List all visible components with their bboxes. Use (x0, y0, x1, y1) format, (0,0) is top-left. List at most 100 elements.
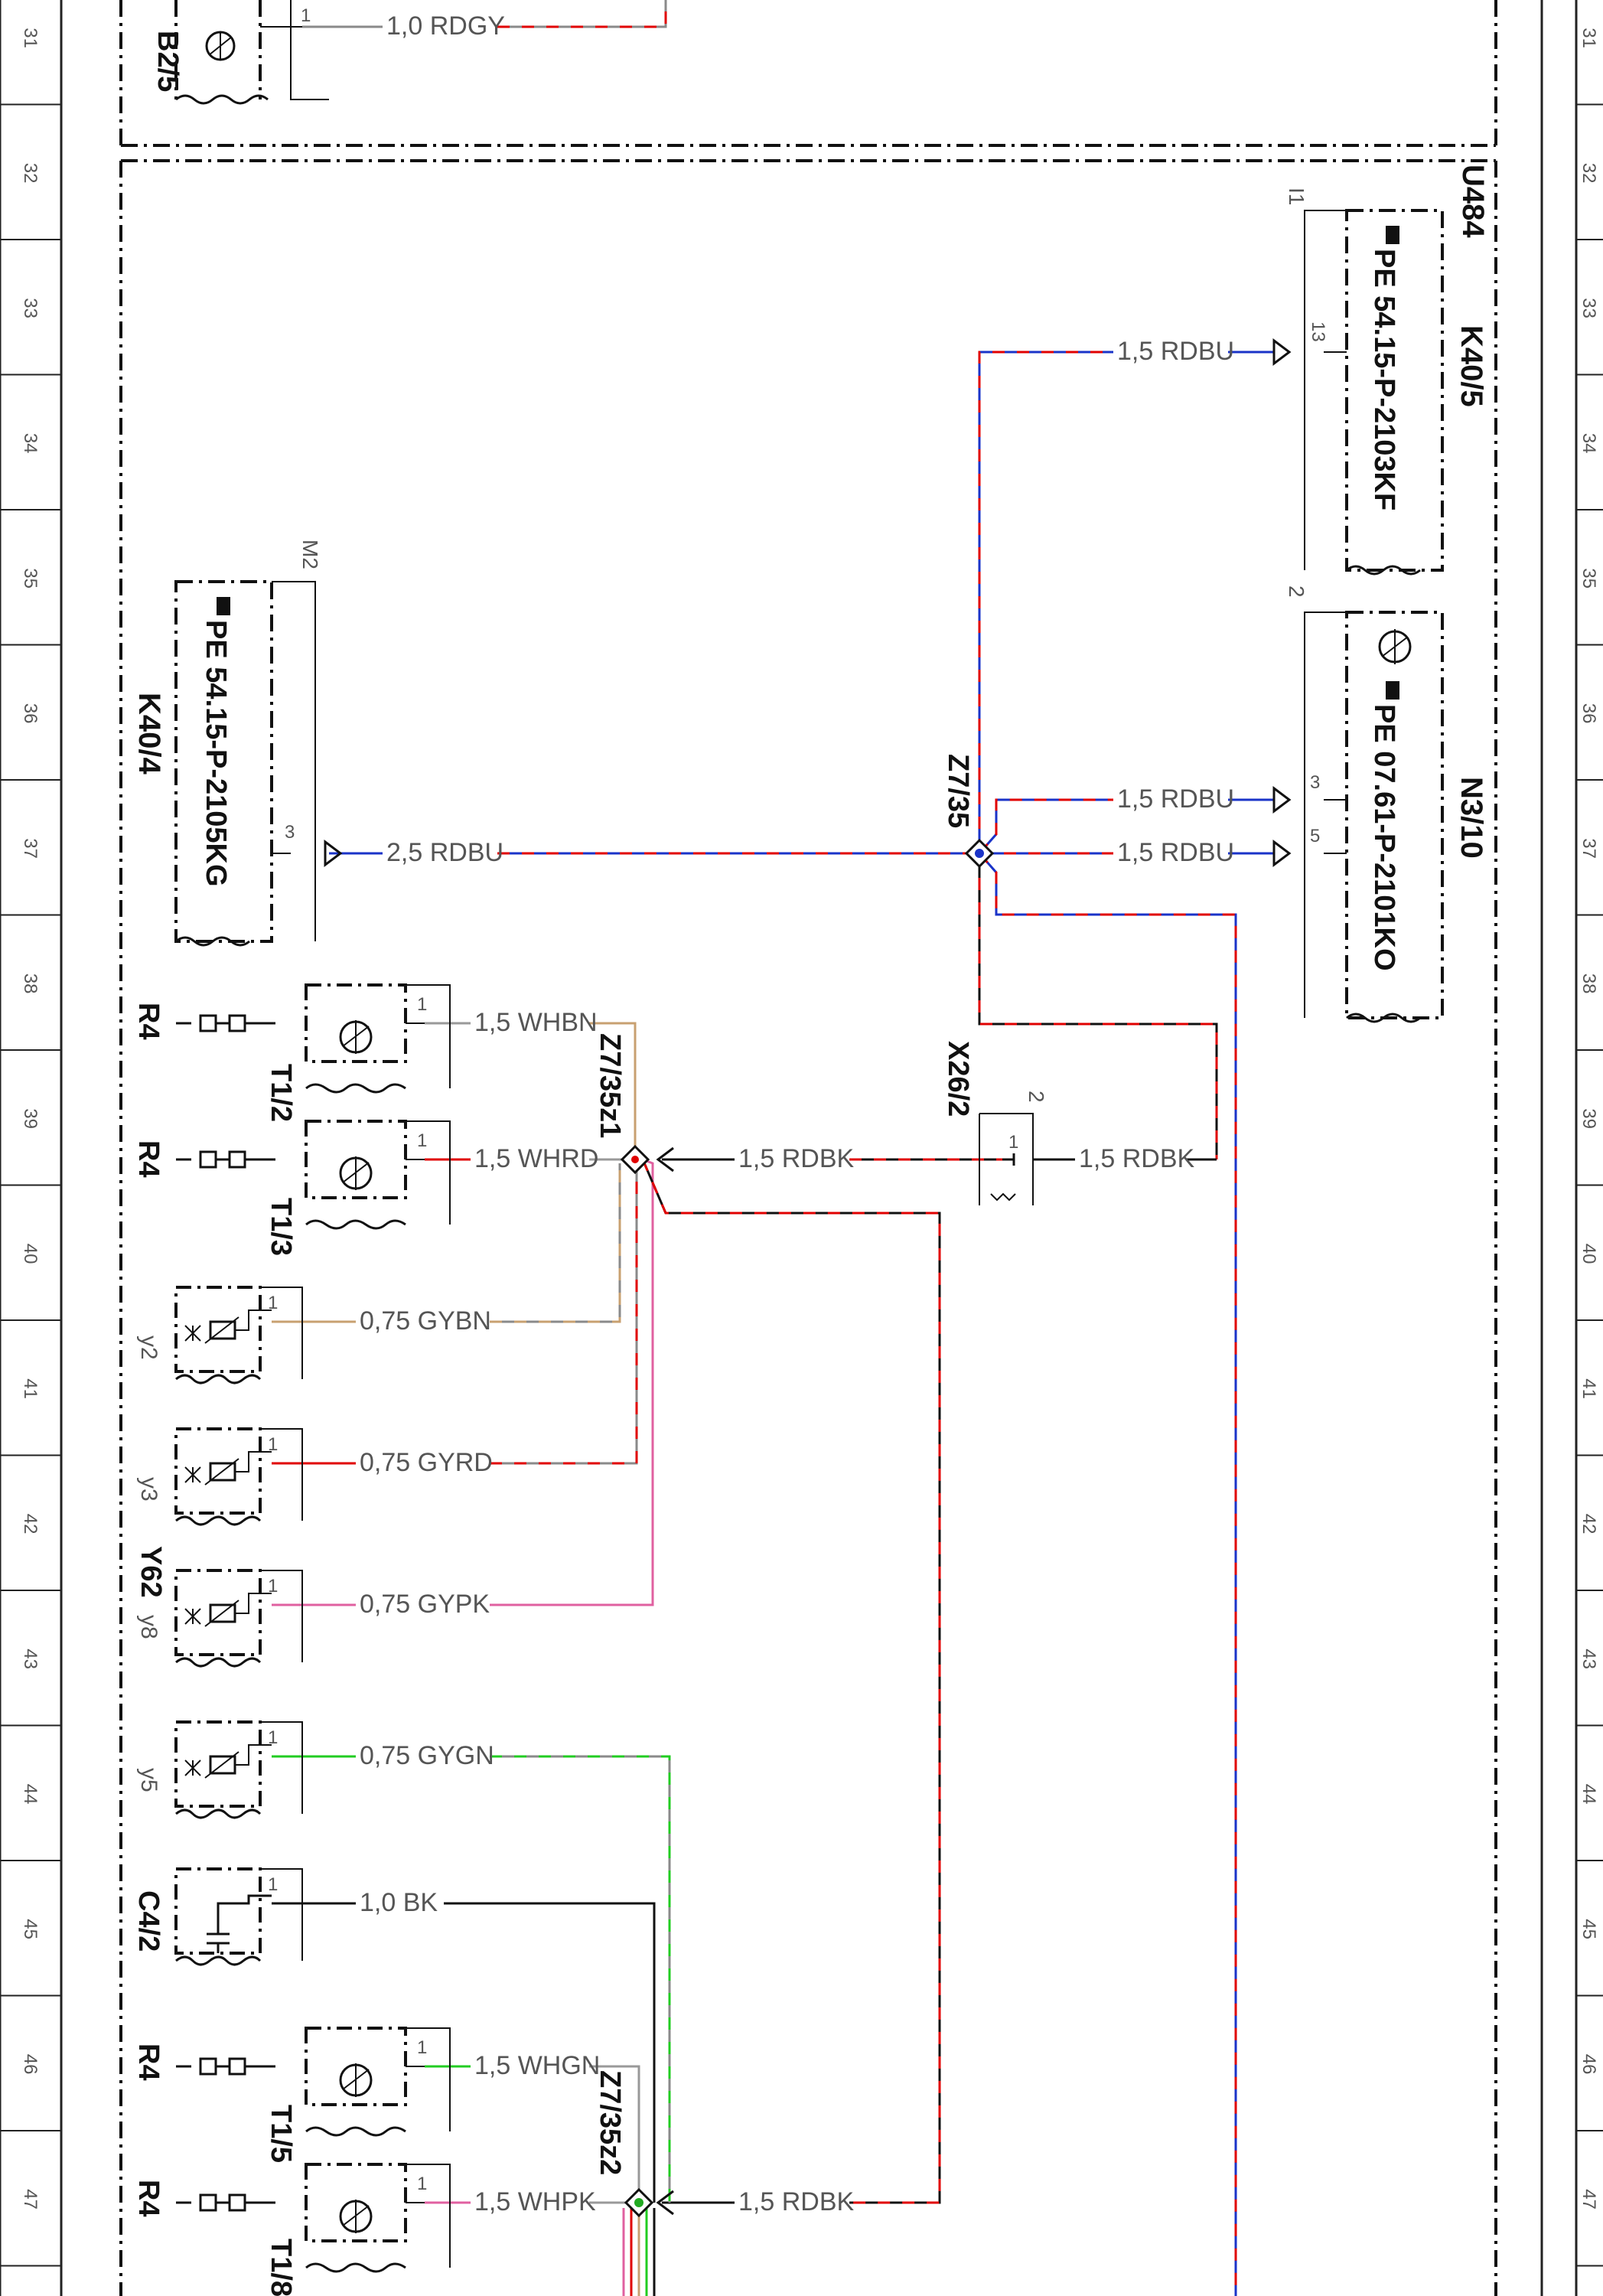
module-frames (119, 0, 1497, 2296)
grid-row-label: 42 (20, 1514, 41, 1534)
relay-module-k40-4 (174, 580, 316, 947)
grid-row-label: 35 (20, 568, 41, 589)
grid-row-label: 33 (20, 298, 41, 318)
grid-row-label: 43 (20, 1649, 41, 1669)
wire-label-t15: 1,5 WHGN (474, 2051, 600, 2080)
wire-label-y2: 0,75 GYBN (360, 1306, 491, 1336)
wire-label-t18: 1,5 WHPK (474, 2187, 596, 2216)
capacitor-c4-2 (174, 1867, 303, 1966)
grid-row-label: 32 (20, 163, 41, 184)
wire-labels: 1,0 RDGY 2,5 RDBU 1,5 RDBU 1,5 RDBU 1,5 … (360, 11, 1234, 2216)
wire-label-k405: 1,5 RDBU (1117, 337, 1234, 366)
label-k40-4-pin: M2 (298, 540, 322, 569)
grid-row-label: 37 (20, 838, 41, 859)
grid-row-label: 47 (20, 2189, 41, 2210)
label-b2-5: B2/5 (152, 31, 184, 92)
pin-y2: 1 (268, 1293, 278, 1313)
wire-label-t13: 1,5 WHRD (474, 1144, 598, 1173)
grid-row-label: 38 (20, 974, 41, 994)
wire-label-y5: 0,75 GYGN (360, 1741, 494, 1770)
sensor-t1-2 (176, 983, 451, 1094)
pin-t13: 1 (417, 1130, 427, 1151)
grid-row-label: 33 (1579, 298, 1599, 318)
relay-module-k40-5 (1304, 209, 1444, 576)
control-unit-n3-10 (1304, 611, 1444, 1023)
reference-book-icon (217, 226, 1399, 700)
grid-row-label: 40 (20, 1244, 41, 1264)
pin-numbers: 1 3 13 3 5 1 1 1 1 1 1 1 1 1 1 (268, 5, 1328, 2194)
pin-c42: 1 (268, 1874, 278, 1895)
label-u484: U484 (1456, 165, 1490, 238)
valve-y2 (174, 1286, 303, 1384)
label-n3-10-pin: 2 (1285, 585, 1308, 598)
splice-z7-35 (964, 838, 995, 869)
sensor-t1-3 (176, 1120, 451, 1230)
grid-row-label: 44 (1579, 1784, 1599, 1805)
wire-label-y8: 0,75 GYPK (360, 1590, 490, 1619)
grid-row-label: 46 (20, 2054, 41, 2075)
pin-t12: 1 (417, 994, 427, 1015)
wire-label-y3: 0,75 GYRD (360, 1448, 493, 1477)
label-y8: y8 (136, 1615, 161, 1639)
arrows (324, 338, 1292, 2216)
label-r4-a: R4 (132, 1003, 165, 1040)
grid-row-label: 44 (20, 1784, 41, 1805)
grid-lines (0, 103, 1603, 2267)
label-r4-b: R4 (132, 1140, 165, 1178)
label-r4-d: R4 (132, 2180, 165, 2217)
wire-label-x26-in: 1,5 RDBK (738, 1144, 854, 1173)
valve-y5 (174, 1720, 303, 1819)
wire-label-x26-out: 1,5 RDBK (1079, 1144, 1194, 1173)
grid-row-label: 43 (1579, 1649, 1599, 1669)
grid-row-label: 45 (1579, 1919, 1599, 1939)
wire-label-c42: 1,0 BK (360, 1888, 438, 1917)
label-k40-5-pin: I1 (1285, 188, 1308, 205)
wire-label-z2-in: 1,5 RDBK (738, 2187, 854, 2216)
label-c4-2: C4/2 (132, 1890, 165, 1952)
label-x26-2-pin: 2 (1025, 1091, 1048, 1103)
grid-row-label: 36 (20, 703, 41, 724)
label-z7-35: Z7/35 (942, 754, 974, 828)
grid-row-label: 41 (20, 1378, 41, 1399)
grid-row-label: 38 (1579, 974, 1599, 994)
grid-row-label: 31 (1579, 28, 1599, 48)
label-y3: y3 (136, 1477, 161, 1502)
label-n3-10-ref: PE 07.61-P-2101KO (1368, 704, 1400, 971)
pin-t18: 1 (417, 2174, 427, 2194)
label-k40-5: K40/5 (1455, 325, 1488, 407)
grid-row-label: 35 (1579, 568, 1599, 589)
label-t1-8: T1/8 (265, 2239, 297, 2296)
pin-t15: 1 (417, 2037, 427, 2058)
label-r4-c: R4 (132, 2043, 165, 2081)
pin-b25: 1 (301, 5, 311, 26)
sensor-t1-5 (176, 2027, 451, 2137)
grid-row-label: 34 (1579, 433, 1599, 454)
label-z7-35z2: Z7/35z2 (594, 2070, 626, 2175)
grid-row-label: 45 (20, 1919, 41, 1939)
connector-x26-2 (979, 1113, 1034, 1205)
sensor-t1-8 (176, 2163, 451, 2273)
label-k40-4-ref: PE 54.15-P-2105KG (200, 620, 232, 887)
label-y5: y5 (136, 1768, 161, 1792)
pin-n310-3: 3 (1310, 772, 1320, 793)
wire-label-n310-5: 1,5 RDBU (1117, 838, 1234, 867)
label-t1-2: T1/2 (265, 1064, 297, 1122)
label-t1-3: T1/3 (265, 1198, 297, 1256)
pin-k405: 13 (1308, 321, 1328, 342)
pin-x262: 1 (1008, 1132, 1018, 1153)
pin-y8: 1 (268, 1576, 278, 1596)
wire-label-n310-3: 1,5 RDBU (1117, 784, 1234, 814)
grid-row-label: 39 (20, 1108, 41, 1129)
label-z7-35z1: Z7/35z1 (594, 1033, 626, 1138)
sensor-b2-5 (174, 0, 329, 105)
valve-y3 (174, 1427, 303, 1526)
pin-k404: 3 (285, 822, 295, 843)
wires (272, 0, 1274, 2296)
splice-z7-35z1 (620, 1144, 650, 1175)
pin-y3: 1 (268, 1434, 278, 1455)
grid-row-label: 31 (20, 28, 41, 48)
